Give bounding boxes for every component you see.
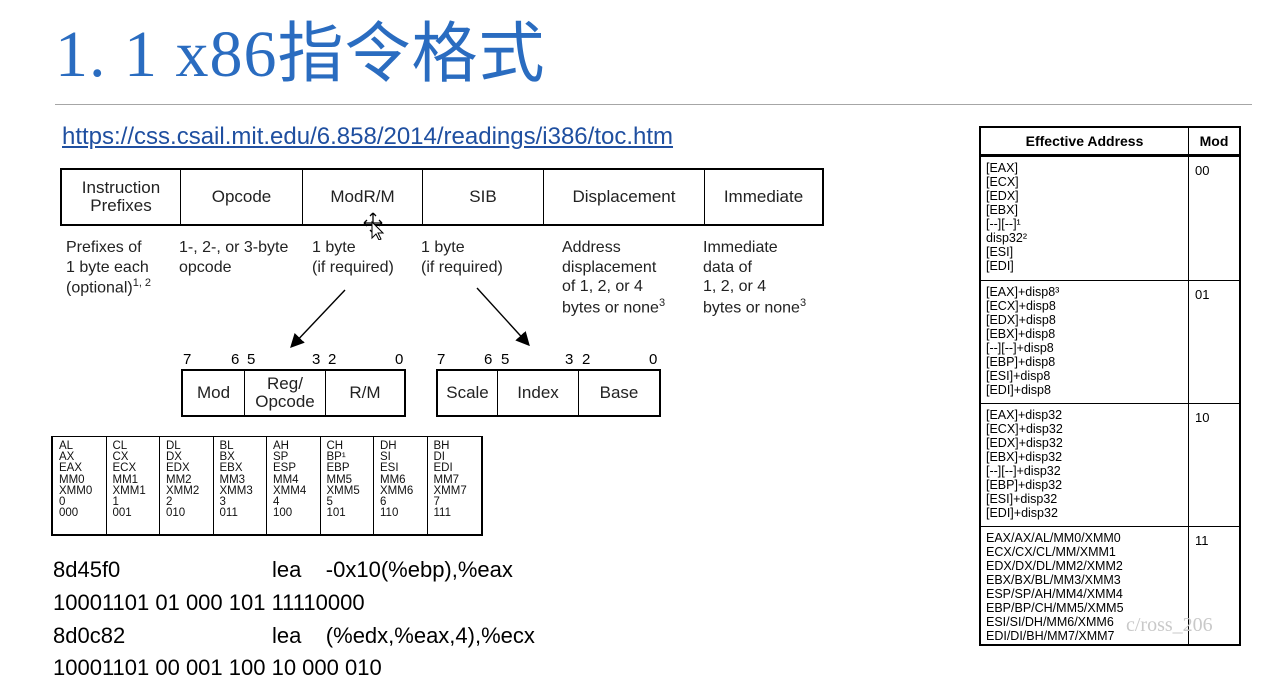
sib-index: Index [498,371,579,415]
field-modrm: ModR/M [303,170,423,224]
modrm-bit-2: 2 [328,351,337,368]
sib-bit-0: 0 [649,351,658,368]
code-line-1-asm: lea -0x10(%ebp),%eax [272,557,513,582]
ea-row-mod00-value: 00 [1195,163,1210,178]
desc-displacement-text: Address displacement of 1, 2, or 4 bytes… [562,239,659,316]
reg-col-011: BL BX EBX MM3 XMM3 3 011 [214,437,267,534]
modrm-bit-7: 7 [183,351,192,368]
modrm-bit-3: 3 [312,351,321,368]
code-line-1-hex: 8d45f0 [53,557,121,582]
modrm-table: Mod Reg/ Opcode R/M [181,369,406,417]
reg-col-111: BH DI EDI MM7 XMM7 7 111 [433,440,467,520]
register-encoding-table: AL AX EAX MM0 XMM0 0 000 CL CX ECX MM1 X… [51,436,483,536]
sib-base: Base [599,383,639,403]
code-line-4-bin: 10001101 00 001 100 10 000 010 [53,655,382,680]
modrm-mod: Mod [183,371,245,415]
reg-col-101: CH BP¹ EBP MM5 XMM5 5 101 [321,437,374,534]
slide-title: 1. 1 x86指令格式 [55,18,546,91]
sib-bit-7: 7 [437,351,446,368]
reg-col-000: AL AX EAX MM0 XMM0 0 000 [53,437,107,534]
desc-immediate-footnote: 3 [799,296,807,309]
field-opcode: Opcode [181,170,303,224]
ea-row-mod01: [EAX]+disp8³ [ECX]+disp8 [EDX]+disp8 [EB… [981,281,1239,404]
reg-col-001: CL CX ECX MM1 XMM1 1 001 [107,437,160,534]
watermark: c/ross_206 [1126,614,1213,636]
ea-header-mod: Mod [1199,133,1229,149]
reg-col-100: AH SP ESP MM4 XMM4 4 100 [267,437,321,534]
instruction-format-table: Instruction Prefixes Opcode ModR/M SIB D… [60,168,824,226]
sib-arrow [476,287,530,347]
ea-table-header: Effective Address Mod [981,128,1239,157]
ea-row-mod00: [EAX] [ECX] [EDX] [EBX] [--][--]¹ disp32… [981,157,1239,281]
modrm-bit-0: 0 [395,351,404,368]
sib-scale: Scale [438,371,498,415]
sib-bit-2: 2 [582,351,591,368]
desc-prefixes-text: Prefixes of 1 byte each (optional) [66,239,149,297]
desc-sib: 1 byte (if required) [421,239,503,276]
modrm-reg-opcode: Reg/ Opcode [245,371,326,415]
ea-row-mod11: EAX/AX/AL/MM0/XMM0 ECX/CX/CL/MM/XMM1 EDX… [981,527,1239,644]
ea-row-mod00-addresses: [EAX] [ECX] [EDX] [EBX] [--][--]¹ disp32… [981,157,1189,280]
field-prefixes: Instruction Prefixes [62,170,181,224]
ea-row-mod11-value: 11 [1195,533,1209,548]
ea-row-mod11-addresses: EAX/AX/AL/MM0/XMM0 ECX/CX/CL/MM/XMM1 EDX… [981,527,1189,644]
ea-row-mod01-addresses: [EAX]+disp8³ [ECX]+disp8 [EDX]+disp8 [EB… [981,281,1189,403]
sib-bit-6: 6 [484,351,493,368]
expansion-arrows [290,287,530,349]
move-cursor-icon [363,212,385,240]
desc-prefixes-footnote: 1, 2 [132,277,152,290]
sib-bit-5: 5 [501,351,510,368]
desc-displacement-footnote: 3 [658,296,666,309]
modrm-arrow [290,289,346,349]
reg-col-110: DH SI ESI MM6 XMM6 6 110 [374,437,428,534]
ea-header-address: Effective Address [981,128,1189,154]
desc-opcode: 1-, 2-, or 3-byte opcode [179,239,289,276]
modrm-bit-5: 5 [247,351,256,368]
field-sib: SIB [423,170,544,224]
modrm-bit-6: 6 [231,351,240,368]
desc-immediate: Immediate data of 1, 2, or 4 bytes or no… [703,238,806,317]
reference-link[interactable]: https://css.csail.mit.edu/6.858/2014/rea… [62,123,674,150]
desc-displacement: Address displacement of 1, 2, or 4 bytes… [562,238,665,317]
ea-row-mod10-addresses: [EAX]+disp32 [ECX]+disp32 [EDX]+disp32 [… [981,404,1189,526]
code-line-3-asm: lea (%edx,%eax,4),%ecx [272,623,535,648]
sib-bit-3: 3 [565,351,574,368]
ea-row-mod10: [EAX]+disp32 [ECX]+disp32 [EDX]+disp32 [… [981,404,1239,527]
desc-immediate-text: Immediate data of 1, 2, or 4 bytes or no… [703,239,800,316]
title-divider [55,104,1252,105]
field-displacement: Displacement [544,170,705,224]
ea-row-mod01-value: 01 [1195,287,1210,302]
modrm-rm: R/M [349,383,381,403]
ea-row-mod10-value: 10 [1195,410,1210,425]
effective-address-table: Effective Address Mod [EAX] [ECX] [EDX] … [979,126,1241,646]
code-line-3-hex: 8d0c82 [53,623,126,648]
code-line-2-bin: 10001101 01 000 101 11110000 [53,590,365,615]
sib-table: Scale Index Base [436,369,661,417]
field-immediate: Immediate [723,187,804,207]
reg-col-010: DL DX EDX MM2 XMM2 2 010 [160,437,214,534]
desc-prefixes: Prefixes of 1 byte each (optional)1, 2 [66,238,151,298]
desc-modrm: 1 byte (if required) [312,239,394,276]
